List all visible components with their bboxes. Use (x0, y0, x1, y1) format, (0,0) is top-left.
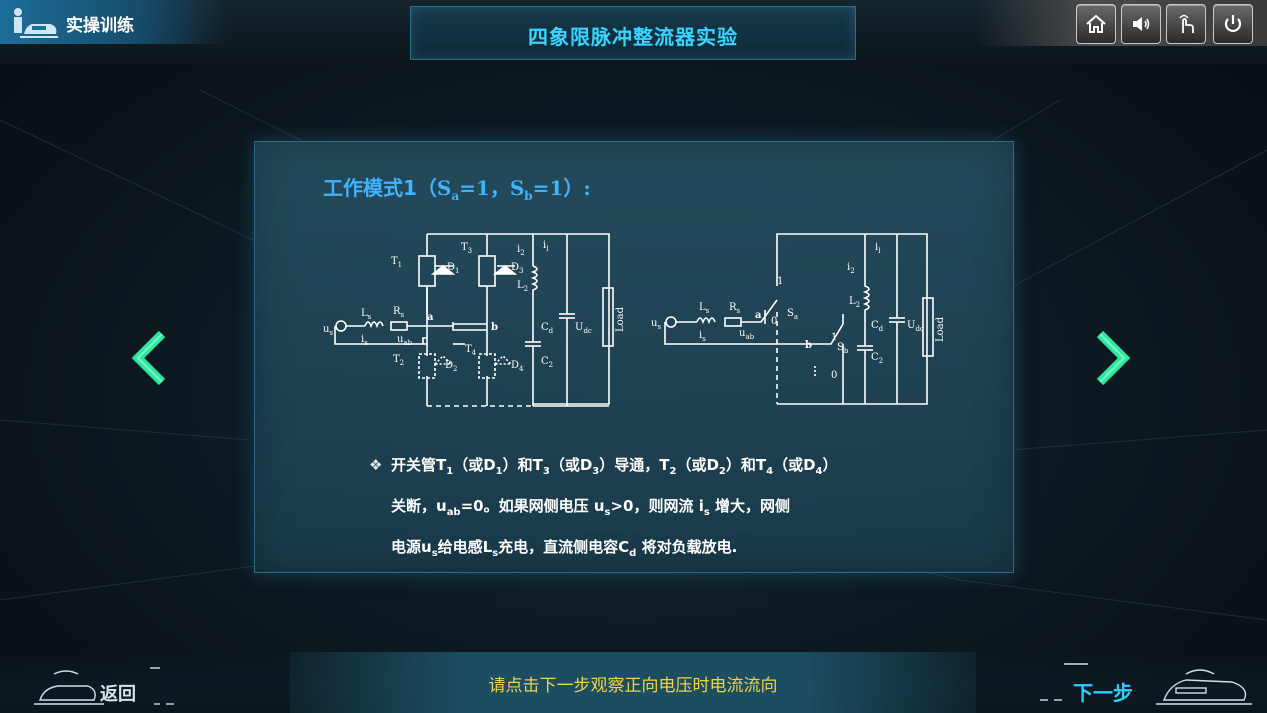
svg-text:uab: uab (397, 334, 413, 347)
back-label[interactable]: 返回 (100, 684, 136, 705)
svg-text:il: il (543, 240, 549, 253)
sa-subscript: a (451, 189, 460, 203)
train-icon (34, 667, 174, 705)
svg-text:C2: C2 (871, 352, 883, 365)
sound-button[interactable] (1121, 4, 1161, 44)
svg-text:us: us (651, 318, 661, 331)
page-title-box: 四象限脉冲整流器实验 (410, 6, 856, 60)
back-button[interactable] (14, 664, 184, 710)
train-operator-icon (14, 8, 58, 38)
svg-text:1: 1 (777, 276, 783, 287)
svg-text:il: il (875, 242, 881, 255)
svg-text:Sa: Sa (787, 308, 798, 321)
svg-text:T4: T4 (465, 344, 477, 357)
svg-text:i2: i2 (517, 244, 525, 257)
svg-text:C2: C2 (541, 356, 553, 369)
mode-title-mid: =1，S (459, 176, 525, 200)
brand-label: 实操训练 (66, 16, 134, 36)
mode-description: ❖ 开关管T1（或D1）和T3（或D3）导通，T2（或D2）和T4（或D4） 关… (369, 448, 911, 571)
svg-text:b: b (491, 322, 498, 333)
next-step-label[interactable]: 下一步 (1073, 681, 1133, 705)
mode-title-formula: （S (416, 176, 452, 200)
rectifier-circuit-left (334, 233, 614, 407)
content-panel: 工作模式1（Sa=1，Sb=1）: (254, 141, 1014, 573)
description-line-2: 关断，uab=0。如果网侧电压 us>0，则网流 is 增大，网侧 (391, 497, 791, 518)
svg-text:Ls: Ls (699, 302, 710, 315)
brand-tag: 实操训练 (0, 0, 228, 44)
rectifier-circuit-right (664, 233, 934, 405)
page-title: 四象限脉冲整流器实验 (528, 25, 738, 49)
next-step-button[interactable] (1036, 658, 1258, 710)
svg-text:Rs: Rs (729, 302, 741, 315)
svg-text:a: a (755, 310, 762, 321)
hint-text: 请点击下一步观察正向电压时电流流向 (488, 676, 778, 696)
svg-text:b: b (805, 340, 812, 351)
svg-text:is: is (699, 330, 706, 343)
svg-text:Sb: Sb (837, 342, 849, 355)
svg-text:i2: i2 (847, 262, 855, 275)
sb-subscript: b (524, 189, 533, 203)
svg-text:T2: T2 (393, 354, 404, 367)
bullet-icon: ❖ (369, 456, 383, 474)
svg-text:Udc: Udc (575, 322, 592, 335)
mode-title-end: =1）: (532, 176, 591, 200)
circuit-diagram: T1 D1 T3 D3 i2 il L2 Ls Rs is us uab a b… (323, 233, 946, 407)
svg-text:Load: Load (615, 306, 626, 332)
svg-text:Udc: Udc (907, 320, 924, 333)
svg-text:is: is (361, 334, 368, 347)
description-line-3: 电源us给电感Ls充电，直流侧电容Cd 将对负载放电. (391, 538, 738, 559)
home-icon (1086, 14, 1106, 33)
svg-text:T1: T1 (391, 256, 402, 269)
svg-text:a: a (427, 312, 434, 323)
power-button[interactable] (1213, 4, 1253, 44)
svg-text:Load: Load (935, 316, 946, 342)
mode-title: 工作模式1（Sa=1，Sb=1）: (323, 172, 591, 203)
power-icon (1224, 15, 1242, 32)
description-line-1: 开关管T1（或D1）和T3（或D3）导通，T2（或D2）和T4（或D4） (391, 456, 838, 477)
svg-text:T3: T3 (461, 242, 472, 255)
hand-touch-icon (1179, 14, 1194, 33)
svg-text:0: 0 (831, 370, 837, 381)
svg-text:uab: uab (739, 328, 755, 341)
hint-box: 请点击下一步观察正向电压时电流流向 (290, 652, 976, 713)
touch-button[interactable] (1166, 4, 1206, 44)
mode-title-prefix: 工作模式1 (323, 176, 417, 200)
prev-page-arrow[interactable] (128, 330, 172, 386)
svg-text:D4: D4 (511, 360, 524, 373)
svg-text:Cd: Cd (541, 322, 554, 335)
svg-text:us: us (323, 324, 333, 337)
svg-text:L2: L2 (849, 296, 860, 309)
svg-text:0: 0 (771, 316, 777, 327)
svg-text:Ls: Ls (361, 308, 372, 321)
svg-text:1: 1 (831, 332, 837, 343)
home-button[interactable] (1076, 4, 1116, 44)
speaker-icon (1133, 17, 1150, 31)
next-page-arrow[interactable] (1090, 330, 1134, 386)
svg-text:L2: L2 (517, 280, 528, 293)
train-icon-right (1040, 663, 1252, 705)
svg-text:D2: D2 (445, 360, 458, 373)
svg-text:Rs: Rs (393, 306, 405, 319)
svg-text:Cd: Cd (871, 320, 884, 333)
